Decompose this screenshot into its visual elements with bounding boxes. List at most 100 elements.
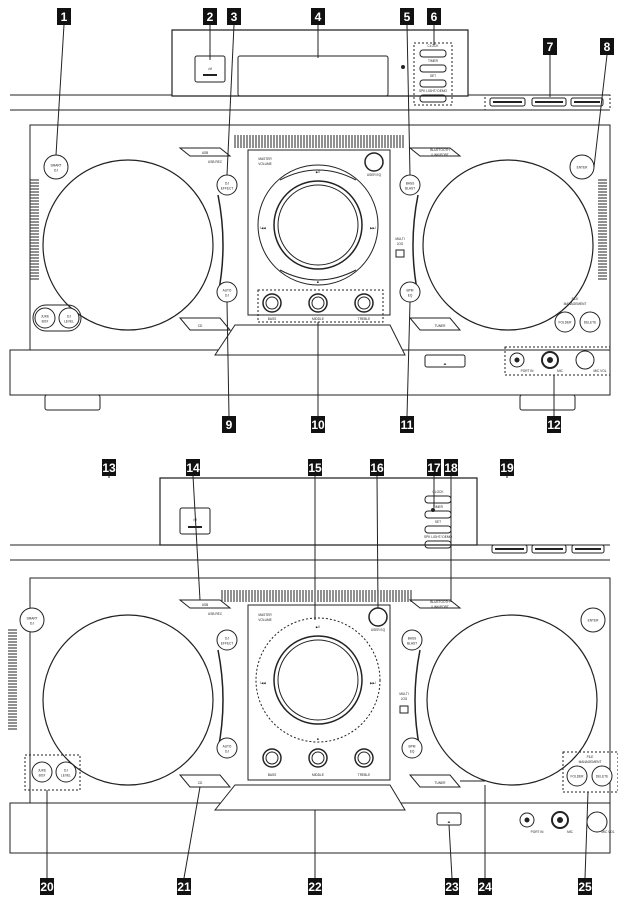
bottom-mic-jack-hole (557, 817, 563, 823)
cd-button (178, 317, 232, 331)
bottom-dj-level-button-label-1: DJ (64, 769, 68, 773)
leader-11 (406, 301, 411, 417)
jukebox-button (34, 307, 56, 329)
tone-knob-group (257, 289, 384, 323)
callout-6: 6 (431, 10, 438, 24)
bottom-left-jog-arc (217, 649, 224, 751)
dj-level-button-label-2: LEVEL (64, 320, 74, 324)
top-timer-label: TIMER (428, 59, 439, 63)
usb-button (178, 147, 232, 157)
bottom-port-in-label: PORT IN (531, 830, 545, 834)
bottom-front-panel-frame (29, 577, 611, 804)
bottom-delete-button-label: DELETE (596, 775, 608, 779)
bottom-master-volume-label-1: MASTER (258, 613, 272, 617)
multi-jog-indicator (395, 249, 405, 258)
callout-5: 5 (404, 10, 411, 24)
callout-11: 11 (401, 418, 414, 432)
delete-button (579, 311, 601, 333)
center-panel (247, 149, 391, 316)
eject-button (424, 354, 466, 368)
leader-8 (593, 54, 608, 168)
callout-24: 24 (478, 880, 492, 894)
main-display (237, 55, 389, 97)
leader-9 (226, 301, 230, 417)
bottom-mic-jack (551, 811, 569, 829)
stop-label: ■ (317, 280, 319, 284)
right-jog-arc (412, 194, 419, 296)
leader-3 (226, 24, 235, 176)
bottom-multi-jog-label-2: JOG (401, 697, 408, 701)
port-in-jack-hole (514, 357, 520, 363)
master-volume-label-1: MASTER (258, 157, 272, 161)
bottom-bass-blast-button (401, 629, 423, 651)
callout-2: 2 (207, 10, 214, 24)
bottom-mic-label: MIC (567, 830, 574, 834)
bottom-eject-label: ⏏ (447, 820, 450, 824)
bottom-bluetooth-label-2: /LINK/PORT (431, 605, 449, 609)
top-spk_light_demo-button (419, 94, 447, 103)
user-eq-button (364, 152, 384, 172)
top-spk_light_demo-label: SPK LIGHT/ DEMO (419, 89, 448, 93)
callout-20-box (40, 878, 54, 895)
callout-3-box (227, 8, 241, 25)
bottom-usb-button-label: USB (202, 603, 209, 607)
bottom-bass-knob-inner (265, 751, 279, 765)
bottom-usb-button (178, 599, 232, 609)
bottom-next-label: ▶▶I (370, 681, 376, 685)
callout-6-box (427, 8, 441, 25)
callout-8-box (600, 38, 614, 55)
callout-23: 23 (445, 880, 459, 894)
master-volume-label-2: VOLUME (258, 162, 271, 166)
callout-9-box (222, 416, 236, 433)
bottom-dj-level-button-label-2: LEVEL (61, 774, 71, 778)
right-jog-wheel (422, 159, 594, 331)
leader-1 (55, 24, 65, 156)
bottom-multi-jog-indicator (399, 705, 409, 714)
bottom-dj-effect-button-label-1: DJ (225, 637, 229, 641)
bottom-left-jog-wheel (42, 614, 214, 786)
bottom-timer-label: TIMER (433, 505, 444, 509)
leader-21 (183, 786, 201, 879)
bottom-middle-knob-label: MIDDLE (312, 773, 324, 777)
multi-jog-label-1: MULTI (395, 237, 404, 241)
bottom-bass-blast-button-label-2: BLAST (407, 642, 417, 646)
bottom-clock-label: CLOCK (433, 490, 445, 494)
dj-level-button (58, 307, 80, 329)
bottom-set-label: SET (435, 520, 441, 524)
leader-25 (584, 791, 589, 879)
callout-17-box (427, 459, 441, 476)
multi-jog-label-2: JOG (397, 242, 404, 246)
port-in-jack (509, 352, 525, 368)
callout-19-box (500, 459, 514, 476)
bottom-user-eq-button (368, 607, 388, 627)
cd-tray (214, 324, 406, 356)
bottom-port-in-jack (519, 812, 535, 828)
slot-strip-group (484, 94, 611, 111)
dj-effect-button-label-1: DJ (225, 182, 229, 186)
bluetooth-label-2: /LINK/PORT (431, 153, 449, 157)
bottom-dj-level-button (55, 761, 77, 783)
remote-sensor (401, 65, 405, 69)
callout-13: 13 (102, 461, 116, 475)
bottom-dj-effect-button-label-2: EFFECT (221, 642, 233, 646)
top-vent (234, 135, 404, 148)
folder-button (554, 311, 576, 333)
bottom-enter-button (580, 607, 606, 633)
left-side-grill (30, 179, 39, 280)
bottom-jukebox-button-label-1: JUKE (38, 769, 46, 773)
callout-9: 9 (226, 418, 233, 432)
right-foot (519, 394, 576, 411)
cd-button-label: CD (198, 324, 203, 328)
bottom-bpm-eq-button (401, 737, 423, 759)
treble-knob-label: TREBLE (358, 317, 370, 321)
stop-arc (279, 269, 357, 281)
bpm-eq-button-label-2: EQ (408, 294, 413, 298)
bottom-bluetooth-button (408, 599, 462, 609)
file-mgmt-label-2: MANAGEMENT (564, 302, 587, 306)
bottom-treble-knob-label: TREBLE (358, 773, 370, 777)
bottom-bpm-eq-button-label-2: EQ (410, 750, 415, 754)
callout-24-box (478, 878, 492, 895)
bottom-usb-rec-label: USB REC (208, 612, 223, 616)
bottom-master-volume-label-2: VOLUME (258, 618, 271, 622)
